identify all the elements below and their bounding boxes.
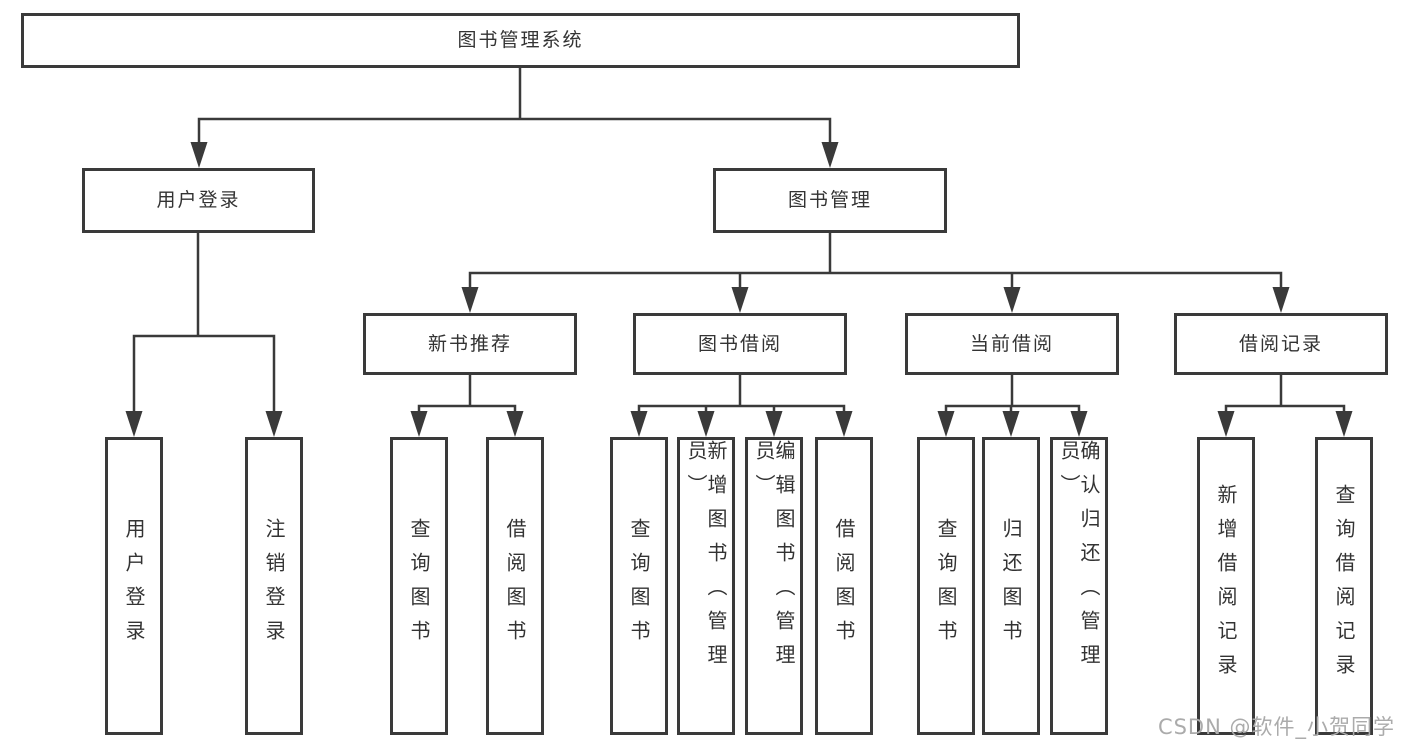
leaf-query-books-borrow: 查询图书 <box>610 437 668 735</box>
node-root: 图书管理系统 <box>21 13 1020 68</box>
connector-book-management-to-groups <box>468 233 1283 288</box>
leaf-label: 新增图书（管理员） <box>684 440 728 678</box>
leaf-confirm-return-admin: 确认归还（管理员） <box>1050 437 1108 735</box>
leaf-label: 编辑图书（管理员） <box>752 440 796 678</box>
leaf-label: 注销登录 <box>262 518 286 654</box>
leaf-label: 查询图书 <box>934 518 958 654</box>
leaf-query-books-current: 查询图书 <box>917 437 975 735</box>
watermark-text: CSDN @软件_小贺同学 <box>1157 715 1395 739</box>
leaf-label: 查询借阅记录 <box>1332 484 1356 688</box>
leaf-edit-books-admin: 编辑图书（管理员） <box>745 437 803 735</box>
connector-group-children <box>417 375 1346 412</box>
leaf-add-borrow-record: 新增借阅记录 <box>1197 437 1255 735</box>
connector-root-to-branches <box>197 68 832 146</box>
leaf-label: 用户登录 <box>122 518 146 654</box>
node-current-borrow: 当前借阅 <box>905 313 1119 375</box>
leaf-logout: 注销登录 <box>245 437 303 735</box>
leaf-label: 归还图书 <box>999 518 1023 654</box>
node-user-login: 用户登录 <box>82 168 315 233</box>
leaf-return-books: 归还图书 <box>982 437 1040 735</box>
leaf-label: 确认归还（管理员） <box>1057 440 1101 678</box>
node-book-borrow: 图书借阅 <box>633 313 847 375</box>
leaf-add-books-admin: 新增图书（管理员） <box>677 437 735 735</box>
node-new-book-recommend: 新书推荐 <box>363 313 577 375</box>
connector-user-login-to-children <box>132 233 276 412</box>
leaf-query-borrow-record: 查询借阅记录 <box>1315 437 1373 735</box>
leaf-query-books-recommend: 查询图书 <box>390 437 448 735</box>
leaf-label: 新增借阅记录 <box>1214 484 1238 688</box>
leaf-label: 借阅图书 <box>503 518 527 654</box>
node-book-management: 图书管理 <box>713 168 947 233</box>
leaf-user-login: 用户登录 <box>105 437 163 735</box>
leaf-label: 查询图书 <box>407 518 431 654</box>
leaf-label: 借阅图书 <box>832 518 856 654</box>
leaf-label: 查询图书 <box>627 518 651 654</box>
leaf-borrow-books: 借阅图书 <box>815 437 873 735</box>
leaf-borrow-books-recommend: 借阅图书 <box>486 437 544 735</box>
node-borrow-records: 借阅记录 <box>1174 313 1388 375</box>
